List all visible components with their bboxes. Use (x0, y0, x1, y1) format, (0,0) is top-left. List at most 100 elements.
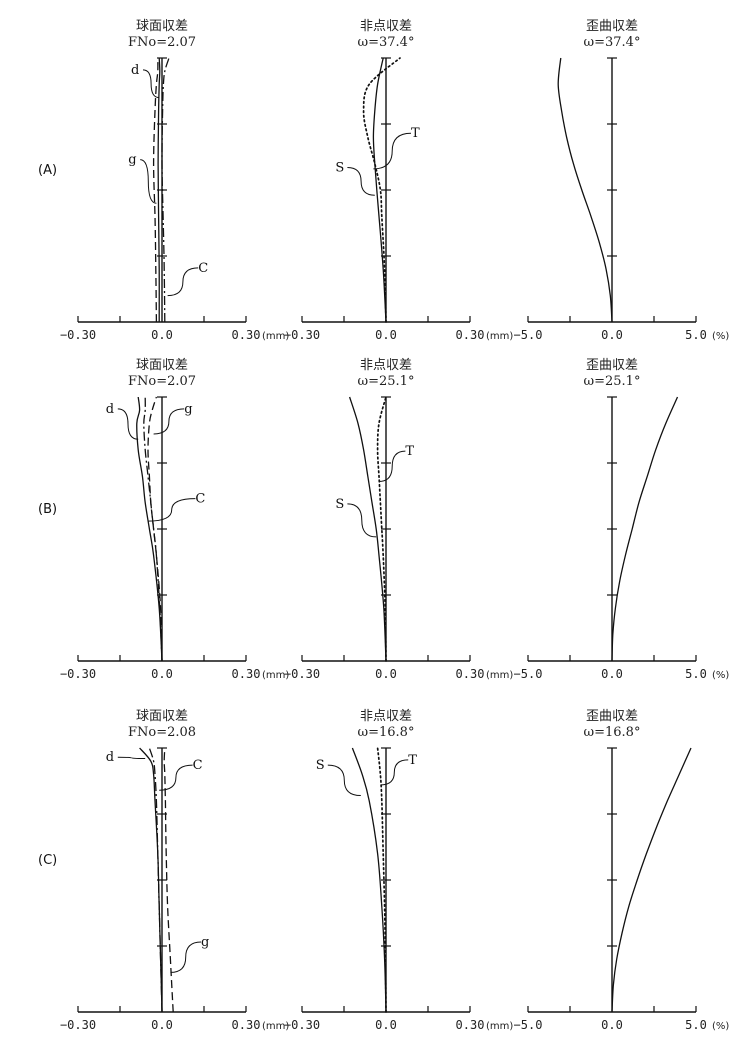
x-tick-label: 0.0 (375, 1018, 397, 1032)
series-C-curve (143, 396, 163, 662)
x-tick-label: 0.30 (232, 328, 261, 342)
panel-subtitle: ω=37.4° (358, 35, 415, 50)
panel-subtitle: FNo=2.07 (128, 374, 196, 389)
series-T-curve (376, 396, 387, 662)
series-distortion-curve (557, 57, 613, 323)
x-tick-label: −0.30 (60, 328, 96, 342)
curve-label-S: S (335, 497, 344, 512)
x-tick-label: 0.0 (151, 1018, 173, 1032)
curve-label-C: C (195, 492, 205, 507)
x-tick-label: 0.0 (601, 667, 623, 681)
panel-subtitle: FNo=2.07 (128, 35, 196, 50)
series-distortion-curve (611, 747, 692, 1013)
row-label: (C) (38, 853, 57, 868)
curve-label-d: d (106, 750, 114, 765)
curve-label-g: g (184, 402, 192, 417)
panel-subtitle: ω=25.1° (358, 374, 415, 389)
unit-label: (%) (712, 670, 729, 681)
panel-subtitle: FNo=2.08 (128, 725, 196, 740)
curve-label-C: C (198, 261, 208, 276)
x-tick-label: 0.30 (232, 1018, 261, 1032)
leader-line (347, 167, 375, 196)
x-tick-label: 0.0 (151, 328, 173, 342)
x-tick-label: 5.0 (685, 1018, 707, 1032)
panel-subtitle: ω=25.1° (584, 374, 641, 389)
series-g-curve (163, 747, 174, 1013)
row-label: (A) (38, 163, 57, 178)
x-tick-label: −5.0 (514, 667, 543, 681)
unit-label: (mm) (486, 331, 513, 342)
curve-label-T: T (405, 444, 414, 459)
x-tick-label: 0.30 (456, 667, 485, 681)
x-tick-label: 0.0 (601, 328, 623, 342)
leader-line (153, 408, 185, 435)
row-label: (B) (38, 502, 57, 517)
series-d-curve (157, 57, 161, 323)
panel-title: 球面収差 (136, 358, 188, 373)
curve-label-d: d (106, 402, 114, 417)
x-tick-label: 0.0 (375, 328, 397, 342)
leader-line (170, 941, 202, 973)
unit-label: (mm) (486, 670, 513, 681)
curve-label-T: T (408, 753, 417, 768)
x-tick-label: −5.0 (514, 1018, 543, 1032)
series-d-curve (136, 396, 163, 662)
leader-line (373, 132, 412, 170)
panel-title: 球面収差 (136, 709, 188, 724)
series-S-curve (351, 747, 387, 1013)
series-S-curve (348, 396, 387, 662)
x-tick-label: 0.30 (456, 1018, 485, 1032)
x-tick-label: −0.30 (60, 667, 96, 681)
leader-line (159, 764, 193, 791)
x-tick-label: 0.30 (456, 328, 485, 342)
leader-line (117, 756, 146, 760)
series-T-curve (362, 57, 401, 323)
leader-line (347, 503, 377, 538)
series-distortion-curve (611, 396, 679, 662)
panel-subtitle: ω=16.8° (358, 725, 415, 740)
series-S-curve (372, 57, 387, 323)
leader-line (147, 498, 196, 522)
curve-label-C: C (193, 758, 203, 773)
x-tick-label: −0.30 (284, 328, 320, 342)
x-tick-label: −0.30 (284, 1018, 320, 1032)
unit-label: (mm) (486, 1021, 513, 1032)
unit-label: (mm) (262, 1021, 289, 1032)
unit-label: (%) (712, 1021, 729, 1032)
leader-line (380, 759, 409, 786)
unit-label: (mm) (262, 331, 289, 342)
curve-label-S: S (316, 758, 325, 773)
curve-label-d: d (131, 63, 139, 78)
x-tick-label: 0.0 (375, 667, 397, 681)
panel-title: 非点収差 (360, 358, 412, 373)
leader-line (142, 69, 160, 99)
x-tick-label: 5.0 (685, 328, 707, 342)
leader-line (167, 267, 199, 297)
leader-line (140, 159, 157, 204)
panel-title: 歪曲収差 (586, 358, 638, 373)
panel-subtitle: ω=16.8° (584, 725, 641, 740)
panel-title: 非点収差 (360, 19, 412, 34)
curve-label-S: S (335, 161, 344, 176)
panel-title: 歪曲収差 (586, 709, 638, 724)
panel-title: 非点収差 (360, 709, 412, 724)
x-tick-label: 5.0 (685, 667, 707, 681)
curve-label-T: T (411, 126, 420, 141)
x-tick-label: −5.0 (514, 328, 543, 342)
unit-label: (%) (712, 331, 729, 342)
x-tick-label: −0.30 (284, 667, 320, 681)
x-tick-label: 0.0 (151, 667, 173, 681)
